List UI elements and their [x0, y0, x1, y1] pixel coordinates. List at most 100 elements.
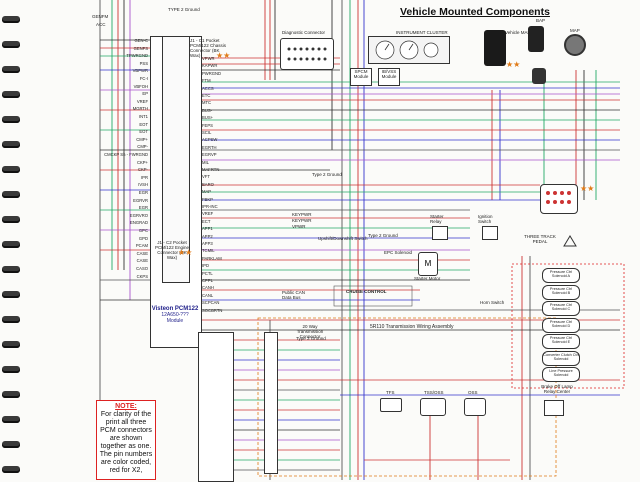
binder-ring: [2, 241, 20, 248]
pcm-module-label: Module: [166, 318, 184, 324]
pin-label: KAPWR: [202, 63, 218, 69]
binder-ring: [2, 66, 20, 73]
brake-switch-label: Brake Off Lamp Relay Center: [541, 384, 573, 394]
solenoid-label: Pressure Ctrl Solenoid B: [549, 286, 573, 295]
spcm-module-box: SPCM Module: [350, 68, 372, 86]
pin-label: CPPL: [202, 278, 213, 283]
top-label: ACC: [96, 22, 106, 27]
pin-label: MAFRTN: [202, 167, 220, 172]
ground-label: Type 3 Ground: [296, 336, 326, 341]
solenoid-label: Pressure Ctrl Solenoid E: [549, 336, 573, 345]
pcm-model: 12A650-???: [161, 312, 189, 318]
pin-label: MTC: [202, 100, 212, 106]
solenoid-label: Line Pressure Solenoid: [549, 369, 573, 378]
binder-ring: [2, 466, 20, 473]
spcm-module-label: SPCM Module: [353, 69, 369, 79]
pin-label: CASO: [136, 266, 148, 271]
pin-label: GEN-C: [134, 38, 149, 43]
pin-label: APP1: [202, 226, 213, 232]
transmission-assembly-label: 5R110 Transmission Wiring Assembly: [370, 324, 454, 330]
pin-label: GPC: [138, 228, 148, 233]
binder-ring: [2, 291, 20, 298]
pin-label: VBPWR: [132, 68, 148, 74]
solenoid-label: Pressure Ctrl Solenoid C: [549, 303, 573, 312]
solenoid-label: Converter Clutch Ctrl Solenoid: [543, 352, 579, 361]
pin-label: CMP+: [136, 136, 148, 142]
ignition-switch-label: Ignition Switch: [478, 214, 493, 224]
pin-label: EP: [142, 91, 148, 97]
legend-item: Type 2 Ground: [368, 233, 398, 238]
pin-label: CKPS: [136, 273, 148, 279]
marker-star: ★★: [580, 184, 595, 193]
binder-ring: [2, 41, 20, 48]
starter-motor-icon: M: [418, 252, 438, 276]
ib-module-label: IB/VSS Module: [381, 69, 397, 79]
marker-star: ★★: [506, 60, 521, 69]
sensor-connector-label: TSS/OSS: [424, 390, 444, 395]
solenoid-box: Line Pressure Solenoid: [542, 367, 580, 382]
pin-label: VPWR: [202, 56, 215, 61]
page-title: Vehicle Mounted Components: [400, 6, 550, 18]
instrument-cluster: [368, 36, 450, 64]
binder-ring: [2, 91, 20, 98]
solenoid-box: Pressure Ctrl Solenoid C: [542, 301, 580, 316]
legend-item: Public CAN Data Bus: [282, 290, 306, 300]
pin-label: IPR-INC: [202, 204, 218, 209]
pin-label: EGRVR: [133, 197, 148, 203]
sensor-label: BAP: [536, 18, 546, 23]
pin-label: VREF: [136, 98, 148, 104]
pin-label: CASE: [136, 258, 148, 264]
pin-label: BARO: [202, 181, 214, 187]
binder-ring: [2, 416, 20, 423]
data-link: VPWR: [292, 224, 306, 229]
note-body: For clarity of the print all three PCM c…: [99, 411, 153, 474]
pin-label: SOCBRTN: [202, 307, 223, 313]
sensor-connector-label: OSS: [468, 390, 478, 395]
starter-relay-label: Starter Relay: [430, 214, 444, 224]
pin-label: ECT: [202, 218, 211, 224]
note-title: NOTE:: [115, 403, 137, 410]
pin-label: PSS: [139, 60, 148, 66]
pin-label: MGRTH: [132, 106, 148, 112]
j1-engine-label: J1 - C2 Pocket PCM/122 Engine Connector …: [154, 240, 190, 260]
pin-label: APP3: [202, 241, 213, 246]
pin-label: BUS+: [202, 115, 214, 121]
binder-ring: [2, 216, 20, 223]
pcm-name: Visteon PCM122: [151, 306, 199, 312]
pin-label: SCIL: [202, 130, 212, 135]
tfs-connector: [380, 398, 402, 412]
solenoid-label: Pressure Ctrl Solenoid A: [549, 270, 573, 279]
binder-ring: [2, 341, 20, 348]
legend-item: EPC Solenoid: [384, 250, 413, 255]
pin-label: IVSH: [138, 182, 148, 188]
pin-label: PWRGND: [202, 70, 222, 76]
note-box: NOTE: For clarity of the print all three…: [96, 400, 156, 480]
bap-sensor: [528, 26, 544, 52]
tss-connector: [420, 398, 446, 416]
pin-label: ACCS: [202, 85, 214, 91]
pin-label: APP2: [202, 233, 213, 239]
pin-label: EGRVP: [202, 152, 217, 158]
marker-star: ★★: [178, 248, 193, 257]
pin-label: CASE: [136, 250, 148, 256]
ignition-switch-box: [482, 226, 498, 240]
pin-label: EGR: [138, 205, 148, 211]
ib-module-box: IB/VSS Module: [378, 68, 400, 86]
legend-item: Horn Switch: [480, 300, 505, 305]
binder-ring: [2, 366, 20, 373]
pin-label: GENFS: [133, 45, 148, 51]
legend-item: Upshift/Downshift Switch: [318, 236, 368, 241]
sensor-label: MAP: [570, 28, 580, 33]
transmission-connector: [264, 332, 278, 474]
pin-label: ETC: [202, 93, 211, 98]
binder-ring: [2, 191, 20, 198]
pcm-label-block: Visteon PCM122 12A650-??? Module: [150, 306, 200, 346]
pin-label: IPD: [202, 263, 209, 269]
marker-star: ★★: [216, 51, 231, 60]
pin-label: FC-I: [139, 76, 148, 81]
data-link: KEYPWR: [292, 212, 312, 217]
pin-label: EGRVRO: [129, 212, 148, 218]
pin-label: CANL: [202, 292, 214, 298]
pcm-lower-connector: [198, 332, 234, 482]
pin-label: CKP+: [136, 159, 148, 165]
